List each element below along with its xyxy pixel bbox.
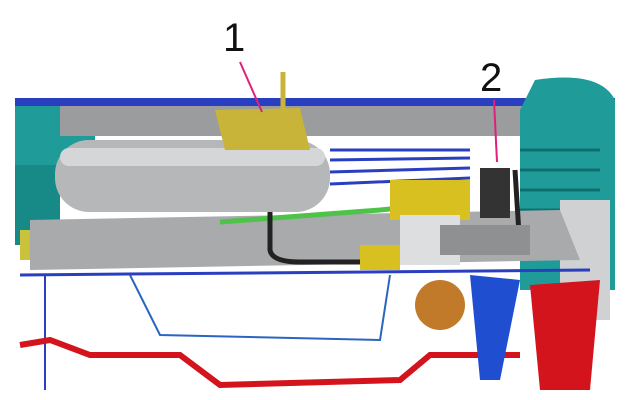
- air-tank: [55, 140, 330, 212]
- control-module: [480, 168, 510, 218]
- callout-1: 1: [223, 16, 246, 60]
- air-valve-bracket: [215, 108, 310, 150]
- callout-2: 2: [480, 56, 503, 100]
- leader-line-1: [239, 61, 263, 113]
- shock-boot: [470, 275, 520, 380]
- frame-rail: [15, 98, 615, 106]
- right-red-arm: [530, 280, 600, 390]
- leader-line-2: [493, 99, 498, 163]
- valve-block: [360, 180, 530, 270]
- red-mount: [415, 280, 465, 330]
- stabilizer-bar: [19, 336, 520, 389]
